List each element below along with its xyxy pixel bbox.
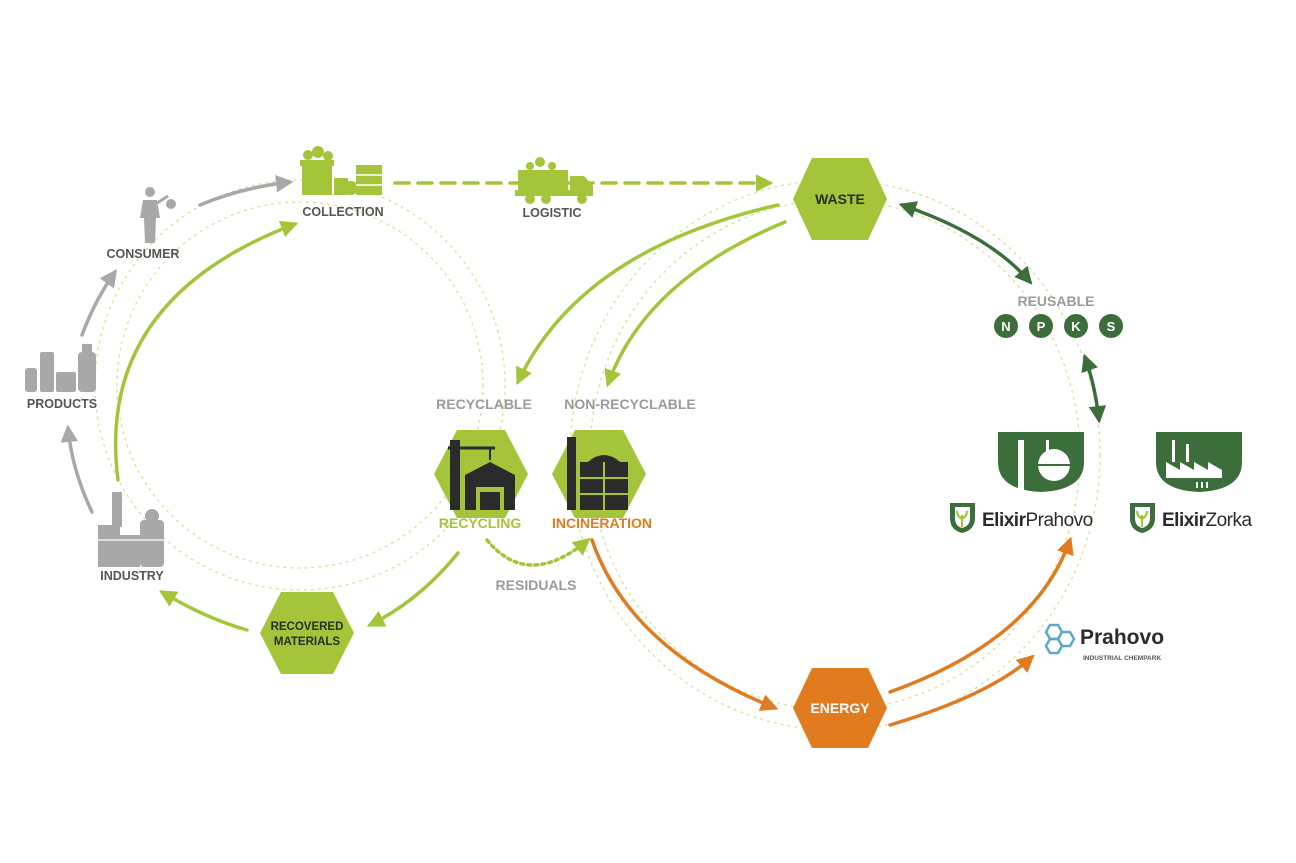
- arrow-industry-to-products: [60, 424, 94, 514]
- arrow-reusable-elixir: [1081, 353, 1107, 424]
- arrow-energy-to-elixir-prahovo: [888, 536, 1074, 694]
- elixir-prahovo-name-a: Elixir: [982, 510, 1027, 531]
- recovered-label-line2: MATERIALS: [274, 636, 341, 648]
- energy-flow-arrows: [590, 536, 1074, 727]
- left-loop-guide: [94, 179, 506, 591]
- factory-icon: [98, 492, 164, 567]
- nutrient-n-badge: [994, 314, 1018, 338]
- recycling-plant-icon: [448, 440, 515, 510]
- svg-text:INDUSTRIAL CHEMPARK: INDUSTRIAL CHEMPARK: [1083, 655, 1161, 662]
- arrow-waste-reusable: [898, 201, 1033, 285]
- left-loop-guide-inner: [116, 201, 484, 569]
- recovered-materials-hexagon: [260, 592, 354, 674]
- waste-hexagon: [793, 158, 887, 240]
- nutrient-s-label: S: [1107, 319, 1116, 334]
- prahovo-wordmark: Prahovo: [1080, 626, 1164, 649]
- incineration-label: INCINERATION: [552, 515, 652, 531]
- nutrient-k-badge: [1064, 314, 1088, 338]
- reusable-label: REUSABLE: [1017, 293, 1094, 309]
- elixir-prahovo-name-b: Prahovo: [1025, 510, 1092, 531]
- non-recyclable-label: NON-RECYCLABLE: [564, 396, 695, 412]
- svg-text:ElixirZorka: ElixirZorka: [1162, 510, 1252, 531]
- elixir-zorka-name-a: Elixir: [1162, 510, 1207, 531]
- arrow-energy-to-prahovo: [888, 654, 1035, 727]
- nutrient-flow-arrows: [898, 201, 1107, 424]
- incinerator-icon: [567, 437, 628, 510]
- nutrient-k-label: K: [1071, 319, 1081, 334]
- nutrient-s-badge: [1099, 314, 1123, 338]
- nutrient-n-label: N: [1001, 319, 1010, 334]
- arrow-recycling-to-recovered: [366, 551, 460, 627]
- prahovo-subtitle-b: CHEMPARK: [1124, 655, 1161, 662]
- arrow-waste-to-non-recyclable: [604, 220, 787, 388]
- product-bottles-icon: [25, 344, 96, 392]
- industry-label: INDUSTRY: [100, 569, 164, 583]
- recycling-label: RECYCLING: [439, 515, 522, 531]
- chemical-plant-shield-icon: [998, 432, 1084, 492]
- elixir-zorka-logo: ElixirZorka: [1130, 503, 1253, 533]
- arrow-incineration-to-energy: [590, 538, 779, 711]
- svg-text:ElixirPrahovo: ElixirPrahovo: [982, 510, 1093, 531]
- arrow-inner-to-collection: [113, 220, 299, 482]
- arrow-consumer-to-collection: [198, 174, 294, 207]
- recovered-label-line1: RECOVERED: [271, 621, 344, 633]
- waste-bins-icon: [300, 146, 382, 195]
- elixir-zorka-name-b: Zorka: [1205, 510, 1252, 531]
- factory-shield-icon: [1156, 432, 1242, 492]
- elixir-prahovo-logo: ElixirPrahovo: [950, 503, 1093, 533]
- product-flow-arrows: [60, 174, 294, 514]
- arrow-recovered-to-industry: [159, 590, 249, 632]
- consumer-label: CONSUMER: [107, 247, 180, 261]
- nutrient-p-label: P: [1037, 319, 1046, 334]
- nutrient-p-badge: [1029, 314, 1053, 338]
- energy-label: ENERGY: [810, 700, 870, 716]
- prahovo-subtitle-a: INDUSTRIAL: [1083, 655, 1124, 662]
- waste-label: WASTE: [815, 191, 865, 207]
- energy-hexagon: [793, 668, 887, 748]
- arrow-residuals: [485, 537, 591, 567]
- hexagon-cluster-icon: [1044, 623, 1076, 655]
- logistic-label: LOGISTIC: [522, 206, 581, 220]
- arrow-products-to-consumer: [80, 269, 118, 337]
- garbage-truck-icon: [515, 157, 593, 204]
- arrow-waste-to-recyclable: [516, 203, 780, 386]
- recyclable-label: RECYCLABLE: [436, 396, 532, 412]
- collection-label: COLLECTION: [302, 205, 383, 219]
- person-icon: [140, 187, 176, 243]
- products-label: PRODUCTS: [27, 397, 97, 411]
- nutrient-badges: N P K S: [994, 314, 1123, 338]
- residuals-label: RESIDUALS: [496, 577, 577, 593]
